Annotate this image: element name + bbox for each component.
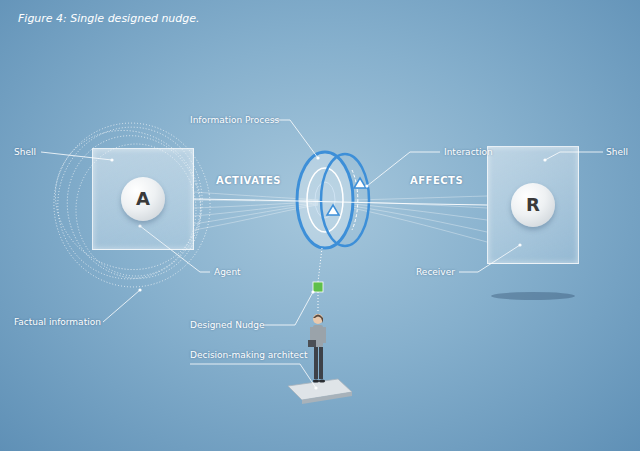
callout-label: Receiver bbox=[416, 267, 455, 278]
sphere-letter: A bbox=[121, 177, 165, 221]
callout-label: Agent bbox=[214, 267, 241, 278]
callout-label: Factual information bbox=[14, 317, 101, 328]
flow-label: ACTIVATES bbox=[216, 175, 281, 187]
sphere-letter: R bbox=[511, 183, 555, 227]
callout-label: Information Process bbox=[190, 115, 279, 126]
figure-title: Figure 4: Single designed nudge. bbox=[18, 12, 200, 25]
callout-label: Shell bbox=[14, 147, 36, 158]
callout-label: Interaction bbox=[444, 147, 493, 158]
flow-stream bbox=[194, 199, 487, 205]
callout-label: Designed Nudge bbox=[190, 320, 265, 331]
callout-label: Shell bbox=[606, 147, 628, 158]
shell-cube: R bbox=[487, 146, 579, 264]
shell-cube: A bbox=[92, 148, 194, 250]
flow-label: AFFECTS bbox=[410, 175, 463, 187]
callout-label: Decision-making architect bbox=[190, 350, 308, 361]
